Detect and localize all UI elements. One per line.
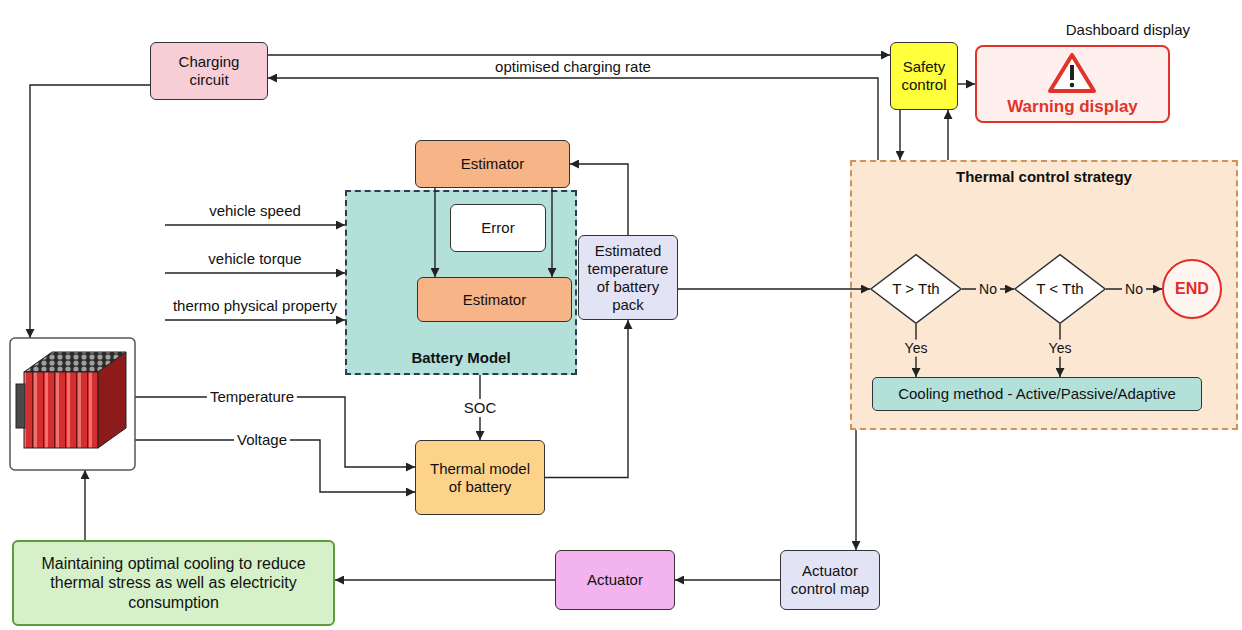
warning-bar xyxy=(1070,65,1074,80)
node-text: Battery Model xyxy=(353,349,569,367)
model-region: Battery Model ErrorEstimator xyxy=(345,190,577,375)
process-box: Estimated temperature of battery pack xyxy=(578,235,678,320)
process-box: Thermal model of battery xyxy=(415,440,545,515)
pack-front xyxy=(24,372,98,448)
pack-board xyxy=(16,384,25,428)
edge-label: SOC xyxy=(461,399,500,417)
decision-diamond: T < Tth xyxy=(1014,254,1106,324)
edge-label: optimised charging rate xyxy=(492,58,654,76)
connector xyxy=(551,188,552,277)
connector xyxy=(545,320,628,478)
edge-label: Yes xyxy=(902,339,931,356)
node-text: Maintaining optimal cooling to reduce th… xyxy=(39,554,308,612)
display-heading: Dashboard display xyxy=(1066,21,1190,39)
input-wire xyxy=(165,272,345,273)
cooling-wire xyxy=(84,470,85,540)
signal-label: vehicle speed xyxy=(206,202,304,220)
edge-label: Yes xyxy=(1046,339,1075,356)
node-text: Actuator control map xyxy=(785,562,875,598)
node-text: T < Tth xyxy=(1018,280,1102,298)
decision-diamond: T > Tth xyxy=(870,254,962,324)
node-text: Thermal model of battery xyxy=(426,460,534,496)
picture-frame xyxy=(10,338,135,470)
estimator-box: Estimator xyxy=(415,140,570,188)
edge-label: No xyxy=(976,281,1000,298)
connector xyxy=(958,83,975,84)
warning-triangle xyxy=(1050,55,1094,91)
node-text: END xyxy=(1166,279,1218,298)
diamond-shape xyxy=(1015,255,1105,324)
node-text: Cooling method - Active/Passive/Adaptive xyxy=(879,385,1195,403)
method-box: Cooling method - Active/Passive/Adaptive xyxy=(872,377,1202,411)
error-box: Error xyxy=(450,204,546,252)
result-box: Maintaining optimal cooling to reduce th… xyxy=(12,540,335,626)
connector xyxy=(570,164,628,235)
warning-dot xyxy=(1070,83,1075,88)
end-circle: END xyxy=(1162,259,1222,319)
input-wire xyxy=(165,224,345,225)
node-text: Safety control xyxy=(895,58,953,94)
estimator-box: Estimator xyxy=(417,277,572,322)
diamond-shape xyxy=(871,255,961,324)
node-text: Warning display xyxy=(983,97,1162,117)
node-text: Thermal control strategy xyxy=(858,168,1230,186)
actuator-box: Actuator xyxy=(555,550,675,610)
connector xyxy=(899,110,900,160)
process-box: Actuator control map xyxy=(780,550,880,610)
battery-pack-illustration xyxy=(10,338,135,470)
edge-label: No xyxy=(1122,281,1146,298)
input-wire xyxy=(165,319,345,320)
signal-wire xyxy=(135,397,415,467)
connector xyxy=(678,288,870,289)
node-text: Estimator xyxy=(422,155,563,173)
strategy-region: Thermal control strategy T > Tth T < Tth EN… xyxy=(850,160,1238,430)
pack-side xyxy=(98,352,126,448)
signal-label: thermo physical property xyxy=(170,297,340,315)
node-text: Error xyxy=(457,219,539,237)
connector xyxy=(335,579,555,580)
node-text: Estimated temperature of battery pack xyxy=(584,242,672,314)
process-box: Charging circuit xyxy=(150,42,268,100)
signal-label: Voltage xyxy=(234,431,290,449)
connector xyxy=(268,54,890,55)
signal-label: Temperature xyxy=(207,388,297,406)
node-text: Actuator xyxy=(562,571,668,589)
connector xyxy=(675,579,780,580)
process-box: Safety control xyxy=(890,42,958,110)
signal-label: vehicle torque xyxy=(205,250,304,268)
node-text: T > Tth xyxy=(874,280,958,298)
connector xyxy=(947,110,948,160)
node-text: Estimator xyxy=(424,291,565,309)
connector xyxy=(268,78,878,160)
connector xyxy=(434,188,435,277)
warning-icon xyxy=(1050,55,1094,91)
connector xyxy=(855,430,856,550)
charge-wire xyxy=(30,85,150,338)
node-text: Charging circuit xyxy=(161,53,257,89)
